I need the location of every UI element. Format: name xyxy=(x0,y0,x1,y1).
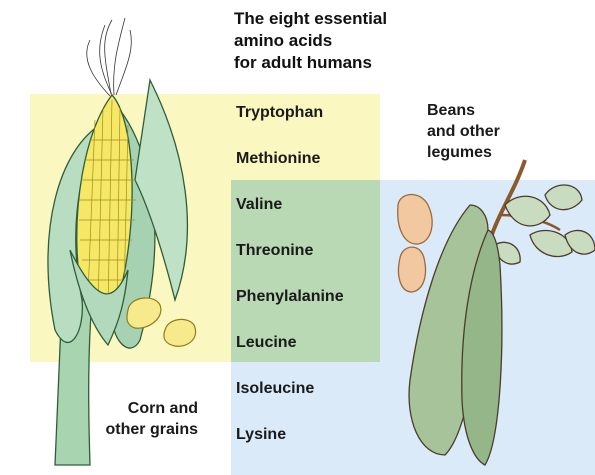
amino-acid-methionine: Methionine xyxy=(236,150,320,168)
beans-caption-line-2: and other xyxy=(427,121,500,142)
corn-caption-line-2: other grains xyxy=(78,419,198,440)
amino-acid-tryptophan: Tryptophan xyxy=(236,104,323,122)
beans-caption: Beans and other legumes xyxy=(427,100,500,163)
amino-acid-phenylalanine: Phenylalanine xyxy=(236,288,344,306)
amino-acid-threonine: Threonine xyxy=(236,242,313,260)
amino-acid-lysine: Lysine xyxy=(236,426,286,444)
title-line-3: for adult humans xyxy=(234,52,387,74)
amino-acid-valine: Valine xyxy=(236,196,282,214)
title-line-1: The eight essential xyxy=(234,8,387,30)
title-line-2: amino acids xyxy=(234,30,387,52)
corn-caption-line-1: Corn and xyxy=(78,398,198,419)
beans-caption-line-3: legumes xyxy=(427,142,500,163)
amino-acid-isoleucine: Isoleucine xyxy=(236,380,314,398)
diagram-title: The eight essential amino acids for adul… xyxy=(234,8,387,74)
corn-caption: Corn and other grains xyxy=(78,398,198,440)
bean-illustration xyxy=(398,160,595,465)
amino-acid-leucine: Leucine xyxy=(236,334,296,352)
beans-caption-line-1: Beans xyxy=(427,100,500,121)
